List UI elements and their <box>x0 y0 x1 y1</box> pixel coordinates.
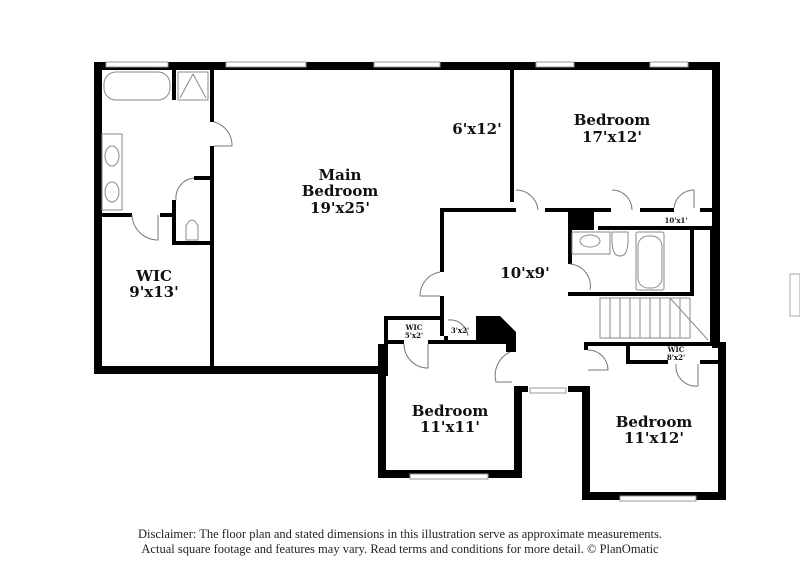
bedroom-se-dims: 11'x12' <box>624 429 684 447</box>
sink-icon <box>579 234 601 248</box>
main-bedroom-label: Bedroom <box>302 182 379 200</box>
linen-dims: 3'x2' <box>451 326 469 335</box>
bathtub-icon <box>103 71 171 101</box>
wic-small-label: WIC <box>405 323 423 332</box>
wic-main-dims: 9'x13' <box>129 283 178 301</box>
bedroom-ne-label: Bedroom <box>574 111 651 129</box>
sink-icon <box>104 145 120 167</box>
toilet-icon <box>185 219 199 241</box>
bedroom-sw-label: Bedroom <box>412 402 489 420</box>
room-labels: Main Bedroom 19'x25' 6'x12' Bedroom 17'x… <box>129 111 692 447</box>
shower-icon <box>177 71 209 101</box>
toilet-icon <box>611 231 629 257</box>
disclaimer-line-1: Disclaimer: The floor plan and stated di… <box>138 527 662 541</box>
main-bedroom-dims: 19'x25' <box>310 199 370 217</box>
disclaimer-line-2: Actual square footage and features may v… <box>141 542 659 556</box>
sitting-area-dims: 6'x12' <box>452 120 501 138</box>
closet-ne-dims: 10'x1' <box>664 216 687 225</box>
windows <box>105 61 697 502</box>
stairs-icon <box>599 297 709 341</box>
main-bedroom-label: Main <box>319 166 362 184</box>
wic-main-label: WIC <box>135 267 172 285</box>
wic-small-dims: 5'x2' <box>405 331 423 340</box>
doors <box>131 121 699 387</box>
fixtures <box>101 71 709 341</box>
bedroom-sw-dims: 11'x11' <box>420 418 480 436</box>
bedroom-se-label: Bedroom <box>616 413 693 431</box>
sink-icon <box>104 181 120 203</box>
wic-se-dims: 8'x2' <box>667 353 685 362</box>
wic-se-label: WIC <box>667 345 685 354</box>
compass-icon <box>789 273 800 317</box>
hall-dims: 10'x9' <box>500 264 549 282</box>
bedroom-ne-dims: 17'x12' <box>582 128 642 146</box>
